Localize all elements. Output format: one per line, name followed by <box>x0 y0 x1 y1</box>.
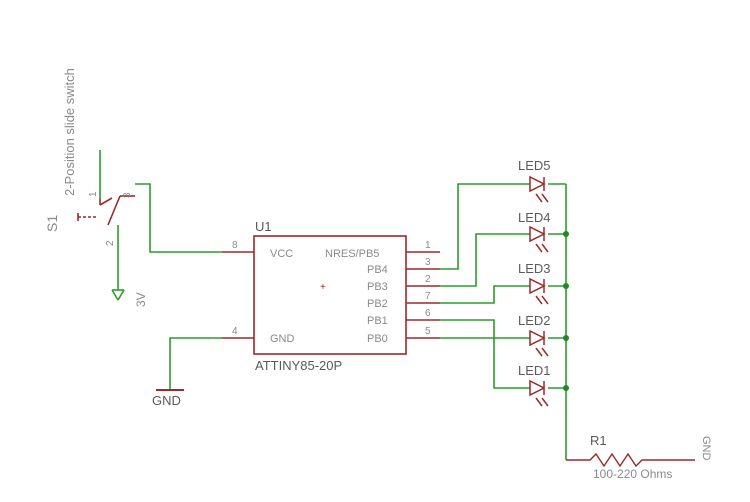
led-label: LED4 <box>518 210 551 225</box>
pin-name-pb0: PB0 <box>367 333 388 345</box>
pin-name-pb1: PB1 <box>367 315 388 327</box>
led-3: LED3 <box>518 261 551 305</box>
led-label: LED2 <box>518 313 551 328</box>
pin-number: 1 <box>425 240 431 251</box>
resistor-value: 100-220 Ohms <box>593 467 672 481</box>
pin-name-vcc: VCC <box>270 248 293 260</box>
origin-mark: + <box>320 282 326 293</box>
resistor-ref: R1 <box>590 433 607 448</box>
resistor-gnd-label: GND <box>700 436 712 461</box>
switch-ref: S1 <box>44 215 60 232</box>
switch-description: 2-Position slide switch <box>62 68 77 196</box>
chip-left-pins <box>222 251 254 339</box>
supply-label: 3V <box>134 292 148 307</box>
chip-right-pins <box>406 251 440 339</box>
switch-s1: 2-Position slide switch S1 1 2 3 3V <box>44 68 148 307</box>
junction-dot <box>563 335 569 341</box>
led-symbol <box>529 225 549 253</box>
led-4: LED4 <box>518 210 551 253</box>
chip-part: ATTINY85-20P <box>255 358 342 373</box>
pin-number: 8 <box>232 240 238 251</box>
junction-dot <box>563 385 569 391</box>
pin-name-pb2: PB2 <box>367 298 388 310</box>
ground-label: GND <box>152 393 181 408</box>
chip-ref: U1 <box>255 219 272 234</box>
pin-name-nres: NRES/PB5 <box>325 248 379 260</box>
pin-name-pb3: PB3 <box>367 281 388 293</box>
net-wires <box>135 183 567 460</box>
led-symbol <box>529 329 549 357</box>
ground-symbol: GND <box>152 389 184 408</box>
led-label: LED5 <box>518 158 551 173</box>
switch-wires <box>99 150 125 301</box>
led-5: LED5 <box>518 158 551 203</box>
led-1: LED1 <box>518 363 551 407</box>
chip-body <box>253 235 407 355</box>
led-symbol <box>529 277 549 305</box>
switch-pin1: 1 <box>88 191 99 197</box>
pin-number: 7 <box>425 291 431 302</box>
junctions <box>563 231 569 391</box>
pin-number: 2 <box>425 274 431 285</box>
pin-name-gnd: GND <box>270 333 295 345</box>
switch-pin2: 2 <box>105 240 116 246</box>
pin-name-pb4: PB4 <box>367 264 388 276</box>
junction-dot <box>563 231 569 237</box>
led-symbol <box>529 175 549 203</box>
junction-dot <box>563 283 569 289</box>
pin-number: 5 <box>425 326 431 337</box>
led-symbol <box>529 379 549 407</box>
switch-symbol <box>77 195 135 226</box>
chip-u1: U1 ATTINY85-20P + 8 VCC 4 GND NRES/PB5 1… <box>222 219 440 373</box>
pin-number: 3 <box>425 257 431 268</box>
resistor-r1: R1 100-220 Ohms GND <box>566 433 712 481</box>
pin-number: 4 <box>232 326 238 337</box>
switch-pin3: 3 <box>122 192 133 198</box>
resistor-symbol <box>566 452 695 468</box>
led-label: LED3 <box>518 261 551 276</box>
led-2: LED2 <box>518 313 551 357</box>
pin-number: 6 <box>425 308 431 319</box>
led-label: LED1 <box>518 363 551 378</box>
